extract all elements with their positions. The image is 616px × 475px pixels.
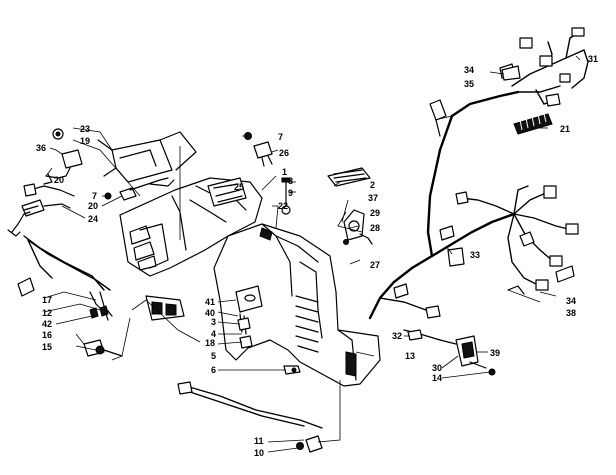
- callout-16: 16: [42, 330, 52, 340]
- callout-40: 40: [205, 308, 215, 318]
- callout-7b: 7: [92, 191, 97, 201]
- callout-41: 41: [205, 297, 215, 307]
- callout-20a: 20: [54, 175, 64, 185]
- callout-29: 29: [370, 208, 380, 218]
- spring-sleeve-21: [513, 113, 553, 135]
- callout-17: 17: [42, 295, 52, 305]
- callout-12: 12: [42, 308, 52, 318]
- connector-34a: [501, 65, 521, 81]
- callout-3: 3: [211, 317, 216, 327]
- callout-24: 24: [88, 214, 98, 224]
- callout-34a: 34: [464, 65, 474, 75]
- lower-wire-harness: [177, 381, 323, 453]
- callout-22: 22: [278, 201, 288, 211]
- callout-42: 42: [42, 319, 52, 329]
- callout-38: 38: [566, 308, 576, 318]
- callout-19: 19: [80, 136, 90, 146]
- callout-33: 33: [470, 250, 480, 260]
- bracket-40-41: [235, 285, 263, 349]
- callout-26: 26: [279, 148, 289, 158]
- callout-23: 23: [80, 124, 90, 134]
- bulb-socket-23: [52, 128, 64, 140]
- callout-7a: 7: [278, 132, 283, 142]
- callout-2: 2: [370, 180, 375, 190]
- callout-4: 4: [211, 329, 216, 339]
- callout-31: 31: [588, 54, 598, 64]
- switch-16-15: [83, 339, 123, 357]
- headlight-housing: [97, 131, 197, 183]
- leader-lines: [43, 55, 581, 453]
- callout-14: 14: [432, 373, 442, 383]
- callout-9: 9: [288, 188, 293, 198]
- callout-6: 6: [211, 365, 216, 375]
- callout-13: 13: [405, 351, 415, 361]
- callout-11: 11: [254, 436, 264, 446]
- callout-35: 35: [464, 79, 474, 89]
- callout-20b: 20: [88, 201, 98, 211]
- callout-27: 27: [370, 260, 380, 270]
- callout-34b: 34: [566, 296, 576, 306]
- callout-8: 8: [288, 176, 293, 186]
- callout-25: 25: [234, 182, 244, 192]
- plug-20a: [23, 183, 75, 197]
- callout-5: 5: [211, 351, 216, 361]
- callout-39: 39: [490, 348, 500, 358]
- clip-6: [283, 365, 301, 375]
- harness-24: [7, 199, 71, 237]
- callout-37: 37: [368, 193, 378, 203]
- grommet-28-29-37: [343, 209, 373, 245]
- callout-28: 28: [370, 223, 380, 233]
- switch-19: [43, 149, 83, 185]
- main-wiring-harness: [368, 27, 589, 320]
- connector-26: [253, 141, 273, 167]
- voltage-regulator: [403, 329, 496, 376]
- callout-30: 30: [432, 363, 442, 373]
- console-panel: [119, 167, 381, 387]
- callout-18: 18: [205, 338, 215, 348]
- callout-10: 10: [254, 448, 264, 458]
- callout-labels: 1 2 3 4 5 6 7 7 8 9 10 11 12 13 14 15 16…: [36, 54, 598, 458]
- callout-1: 1: [282, 167, 287, 177]
- callout-15: 15: [42, 342, 52, 352]
- callout-21: 21: [560, 124, 570, 134]
- callout-32: 32: [392, 331, 402, 341]
- callout-36: 36: [36, 143, 46, 153]
- throttle-cables: [17, 235, 113, 321]
